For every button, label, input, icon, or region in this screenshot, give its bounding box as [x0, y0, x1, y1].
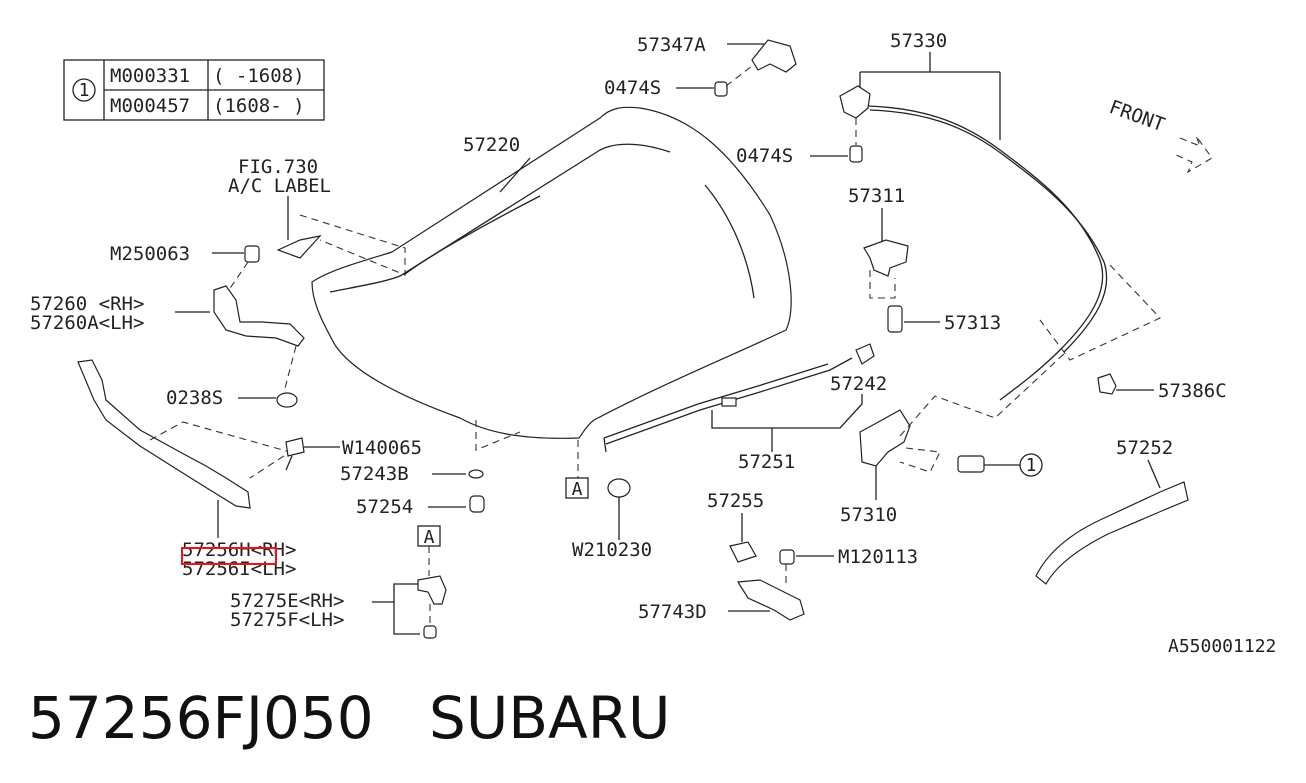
side-seal-57256: [77, 359, 251, 509]
hood-latch-57310: [859, 409, 911, 467]
label-fig730: FIG.730: [238, 156, 318, 178]
washer-57243B: [468, 469, 484, 479]
label-57256-rh: 57256H<RH>: [182, 539, 296, 561]
ref-a: A: [424, 527, 435, 548]
table-row-code: M000457: [110, 95, 190, 117]
label-57254: 57254: [356, 496, 413, 518]
hood-hinge: [213, 285, 305, 347]
label-57311: 57311: [848, 185, 905, 207]
label-w210230: W210230: [572, 539, 652, 561]
label-57242: 57242: [830, 373, 887, 395]
bracket-57311: [863, 239, 909, 277]
label-w140065: W140065: [342, 437, 422, 459]
bolt-0474S: [849, 145, 863, 163]
bracket-57347A: [751, 39, 797, 73]
part-number: 57256FJ050: [28, 684, 374, 752]
label-57220: 57220: [463, 134, 520, 156]
hood-panel: [311, 106, 792, 439]
grommet-w210230: [607, 478, 631, 498]
ref-circle-label: 1: [1026, 455, 1037, 476]
label-57260-rh: 57260 <RH>: [30, 293, 144, 315]
label-57260-lh: 57260A<LH>: [30, 312, 144, 334]
rod-clip: [721, 397, 737, 407]
part-footer: 57256FJ050 SUBARU: [28, 684, 671, 752]
label-57330: 57330: [890, 30, 947, 52]
label-ac-label: A/C LABEL: [228, 175, 331, 197]
label-m250063: M250063: [110, 243, 190, 265]
label-57347A: 57347A: [637, 34, 706, 56]
label-57743D: 57743D: [638, 601, 707, 623]
clip-w140065: [285, 437, 305, 457]
brand-name: SUBARU: [429, 684, 671, 752]
table-symbol-circle: [72, 78, 96, 102]
table-row-range: (1608- ): [213, 95, 305, 117]
label-57251: 57251: [738, 451, 795, 473]
diagram-id: A550001122: [1168, 636, 1276, 657]
label-0238S: 0238S: [166, 387, 223, 409]
label-57275-rh: 57275E<RH>: [230, 590, 344, 612]
label-57275-lh: 57275F<LH>: [230, 609, 344, 631]
label-m120113: M120113: [838, 546, 918, 568]
front-arrow: FRONT: [1106, 96, 1213, 174]
label-57386C: 57386C: [1158, 380, 1227, 402]
nut-0238S: [276, 392, 298, 408]
front-seal-57252: [1035, 481, 1189, 585]
ac-label-sticker: [276, 235, 322, 259]
striker-57275: [417, 575, 447, 605]
bolt-latch: [957, 455, 985, 473]
screw-m120113: [779, 549, 795, 565]
ref-a: A: [572, 479, 583, 500]
table-symbol: 1: [79, 80, 90, 101]
applicability-table: 1 M000331 ( -1608) M000457 (1608- ): [63, 59, 325, 121]
ref-box-a: [565, 477, 589, 499]
highlight-box: [181, 547, 277, 565]
clip-57255: [729, 541, 757, 563]
bolt-57313: [887, 305, 903, 333]
label-front: FRONT: [1106, 96, 1167, 136]
release-handle-57330: [839, 85, 871, 119]
ref-circle-1: [1019, 453, 1043, 477]
bracket-57743D: [736, 579, 805, 621]
label-57252: 57252: [1116, 437, 1173, 459]
clip-57242: [855, 343, 875, 365]
bolt-57275: [423, 625, 437, 639]
table-row-range: ( -1608): [213, 65, 305, 87]
label-57310: 57310: [840, 504, 897, 526]
clip-m250063: [244, 245, 260, 263]
label-0474S: 0474S: [604, 77, 661, 99]
clip-57386C: [1097, 373, 1117, 395]
table-row-code: M000331: [110, 65, 190, 87]
bumper-57254: [469, 495, 485, 513]
label-57313: 57313: [944, 312, 1001, 334]
label-0474S: 0474S: [736, 145, 793, 167]
bolt-0474S: [714, 81, 728, 97]
label-57243B: 57243B: [340, 463, 409, 485]
label-57256-lh: 57256I<LH>: [182, 558, 296, 580]
label-57255: 57255: [707, 490, 764, 512]
